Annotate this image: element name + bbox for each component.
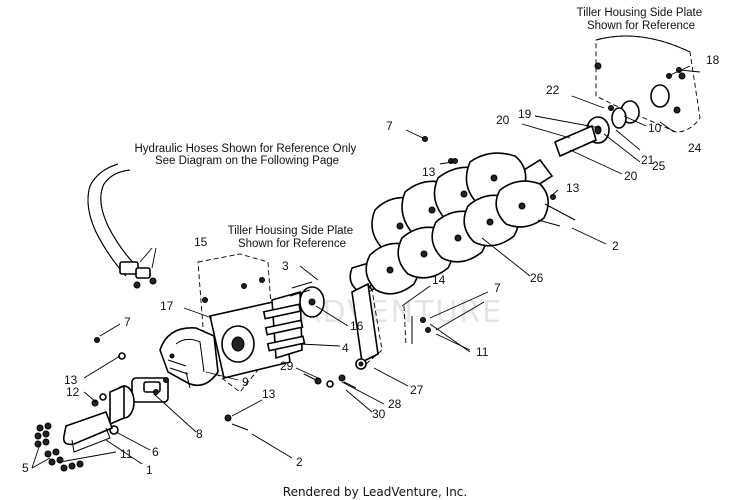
- callout-14: 14: [432, 273, 446, 287]
- callout-1: 1: [146, 463, 153, 477]
- callout-17: 17: [160, 299, 174, 313]
- callout-7: 7: [386, 119, 393, 133]
- note-side-plate-mid: Tiller Housing Side Plate Shown for Refe…: [228, 225, 357, 250]
- callout-16: 16: [350, 319, 364, 333]
- gearbox-plate: [209, 277, 325, 379]
- callout-11: 11: [120, 447, 133, 461]
- note-hydraulic-hoses: Hydraulic Hoses Shown for Reference Only…: [135, 143, 360, 167]
- center-bracket: [351, 282, 383, 370]
- mount-bracket: [62, 410, 114, 453]
- nut-cluster: [34, 422, 84, 472]
- callout-labels: 1 2 2 3 4 5 6 7 7 7 8 9 10 11 11 12 13 1…: [22, 53, 720, 477]
- callout-27: 27: [410, 383, 424, 397]
- callout-13: 13: [64, 373, 78, 387]
- callout-29: 29: [280, 359, 294, 373]
- callout-20: 20: [496, 113, 510, 127]
- note-side-plate-top: Tiller Housing Side Plate Shown for Refe…: [577, 7, 706, 32]
- hardware: [91, 136, 561, 431]
- callout-13: 13: [566, 181, 580, 195]
- callout-4: 4: [342, 341, 349, 355]
- hub-assembly: [553, 67, 682, 158]
- callout-2: 2: [296, 455, 303, 469]
- callout-22: 22: [546, 83, 560, 97]
- callout-25: 25: [652, 159, 666, 173]
- watermark: ADVENTURE: [300, 295, 503, 330]
- tine-rotor-assembly: [349, 152, 576, 295]
- callout-28: 28: [388, 397, 402, 411]
- callout-7: 7: [124, 315, 131, 329]
- footer-credit: Rendered by LeadVenture, Inc.: [283, 485, 467, 499]
- callout-9: 9: [242, 375, 249, 389]
- callout-5: 5: [22, 461, 29, 475]
- callout-19: 19: [518, 107, 532, 121]
- callout-10: 10: [648, 121, 662, 135]
- coupling-housing: [159, 327, 219, 389]
- callout-11: 11: [476, 345, 489, 359]
- callout-3: 3: [282, 259, 289, 273]
- callout-12: 12: [66, 385, 80, 399]
- callout-15: 15: [194, 235, 208, 249]
- tiller-side-plate-top: [594, 35, 701, 133]
- callout-13: 13: [262, 387, 276, 401]
- hydraulic-hoses: [87, 163, 157, 289]
- callout-6: 6: [152, 445, 159, 459]
- callout-20: 20: [624, 169, 638, 183]
- callout-13: 13: [422, 165, 436, 179]
- callout-7: 7: [494, 281, 501, 295]
- callout-8: 8: [196, 427, 203, 441]
- callout-18: 18: [706, 53, 720, 67]
- leader-lines: [31, 65, 701, 469]
- callout-21: 21: [641, 153, 655, 167]
- hydraulic-motor: [109, 377, 169, 435]
- callout-30: 30: [372, 407, 386, 421]
- callout-2: 2: [612, 239, 619, 253]
- callout-24: 24: [688, 141, 702, 155]
- callout-26: 26: [530, 271, 544, 285]
